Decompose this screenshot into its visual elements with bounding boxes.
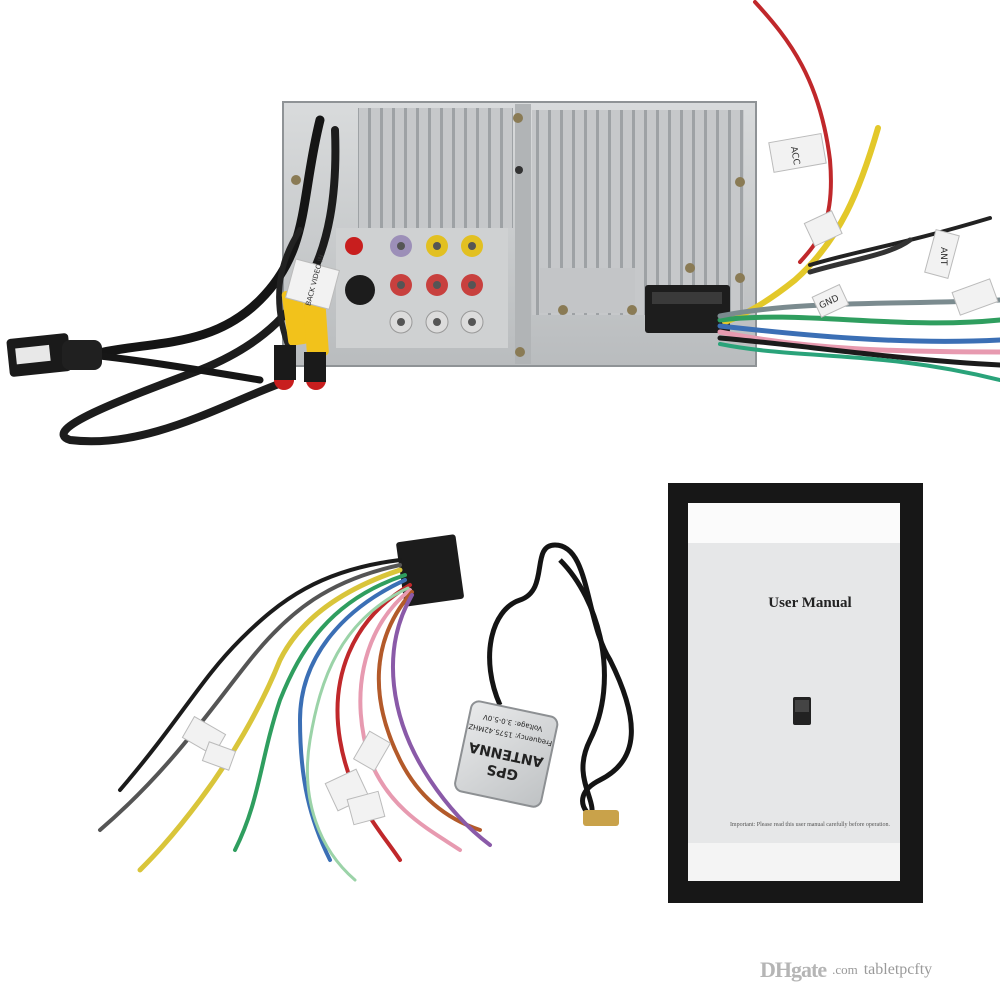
- watermark-domain: .com: [832, 962, 858, 977]
- watermark-store: tabletpcfty: [863, 961, 933, 978]
- manual-footnote: Important: Please read this user manual …: [729, 822, 891, 828]
- head-unit: [282, 101, 757, 367]
- usb-connector: [6, 333, 102, 377]
- trim-frame: [668, 483, 923, 903]
- wire-tags-top: ACC ANT GND BACK VIDEO IN: [284, 132, 999, 318]
- rca-plugs: [274, 289, 329, 390]
- sd-card: [793, 697, 811, 725]
- ant-tag-label: ANT: [938, 247, 948, 266]
- wiring-harness: [98, 534, 492, 882]
- watermark-logo: DHgate: [760, 957, 827, 982]
- acc-tag-label: ACC: [788, 146, 801, 166]
- watermark: DHgate .com tabletpcfty: [760, 957, 932, 983]
- gps-label-line1: GPS: [485, 760, 519, 782]
- heatsink-left: [358, 108, 513, 228]
- gps-antenna: GPS ANTENNA Frequency: 1575.42MHZ Voltag…: [454, 542, 634, 826]
- manual-title: User Manual: [768, 595, 852, 611]
- rca-jacks: [345, 235, 484, 334]
- harness-tags: [181, 715, 392, 826]
